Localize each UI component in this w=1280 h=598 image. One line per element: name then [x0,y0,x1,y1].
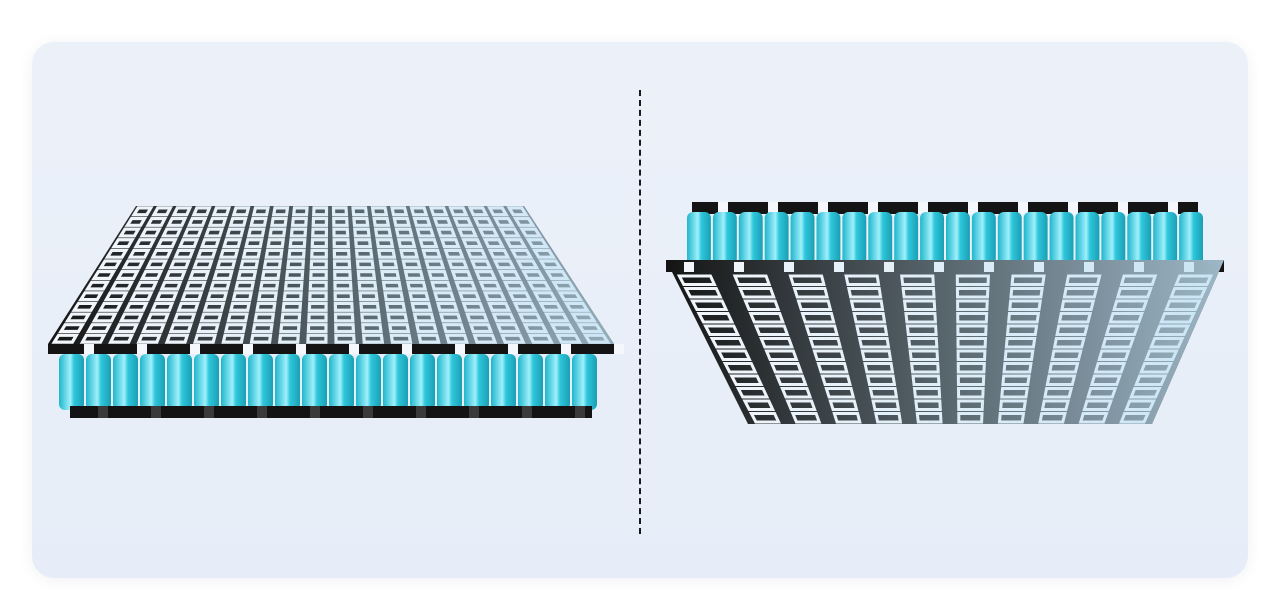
battery-cell [894,212,919,266]
battery-cell [464,354,489,410]
battery-cell [356,354,381,410]
edge-marker [469,406,479,418]
battery-cell [816,212,841,266]
edge-marker [918,202,928,214]
top-holder-edge [48,344,614,354]
battery-cell [1127,212,1152,266]
battery-cell [437,354,462,410]
edge-marker [296,344,306,354]
edge-marker [84,344,94,354]
battery-cell [1023,212,1048,266]
battery-cell [248,354,273,410]
battery-cell [946,212,970,266]
edge-marker [561,344,571,354]
battery-cell [971,212,996,266]
edge-marker [98,406,108,418]
battery-cell [140,354,165,410]
edge-marker [868,202,878,214]
battery-cell [738,212,763,266]
front-holder-tint [666,260,1224,424]
bottom-holder-edge [70,406,592,418]
battery-cell [868,212,893,266]
battery-cell [491,354,516,410]
battery-cell [545,354,570,410]
edge-marker [310,406,320,418]
battery-cell [383,354,408,410]
edge-marker [1018,202,1028,214]
battery-cell [842,212,867,266]
battery-cell [1101,212,1126,266]
battery-cell [687,212,711,266]
battery-cell [86,354,111,410]
edge-marker [1068,202,1078,214]
battery-cell [302,354,327,410]
edge-marker [768,202,778,214]
battery-pack-flat [32,42,640,578]
battery-cell [113,354,138,410]
battery-cell [275,354,300,410]
battery-cell [194,354,219,410]
battery-cell [572,354,597,410]
edge-marker [137,344,147,354]
battery-cell [167,354,192,410]
edge-marker [190,344,200,354]
battery-cell [1153,212,1178,266]
edge-marker [508,344,518,354]
battery-cell [221,354,246,410]
battery-cell [790,212,815,266]
edge-marker [402,344,412,354]
battery-cell [764,212,789,266]
battery-cell [997,212,1022,266]
edge-marker [818,202,828,214]
edge-marker [416,406,426,418]
edge-marker [718,202,728,214]
battery-pack-upright [640,42,1248,578]
edge-marker [1168,202,1178,214]
top-holder-tint [48,206,614,344]
illustration-card [32,42,1248,578]
edge-marker [257,406,267,418]
battery-cell [1179,212,1203,266]
comparison-divider [639,90,641,534]
battery-cell [410,354,435,410]
edge-marker [243,344,253,354]
edge-marker [363,406,373,418]
edge-marker [968,202,978,214]
battery-cell [518,354,543,410]
battery-cell [712,212,737,266]
battery-cell [1075,212,1100,266]
battery-cell [1049,212,1074,266]
edge-marker [455,344,465,354]
battery-cell [329,354,354,410]
upright-pack-group [666,202,1224,424]
edge-marker [349,344,359,354]
edge-marker [614,344,624,354]
battery-cell [59,354,84,410]
edge-marker [151,406,161,418]
battery-cell [920,212,944,266]
edge-marker [204,406,214,418]
edge-marker [522,406,532,418]
edge-marker [575,406,585,418]
edge-marker [1118,202,1128,214]
flat-pack-group [48,206,624,418]
